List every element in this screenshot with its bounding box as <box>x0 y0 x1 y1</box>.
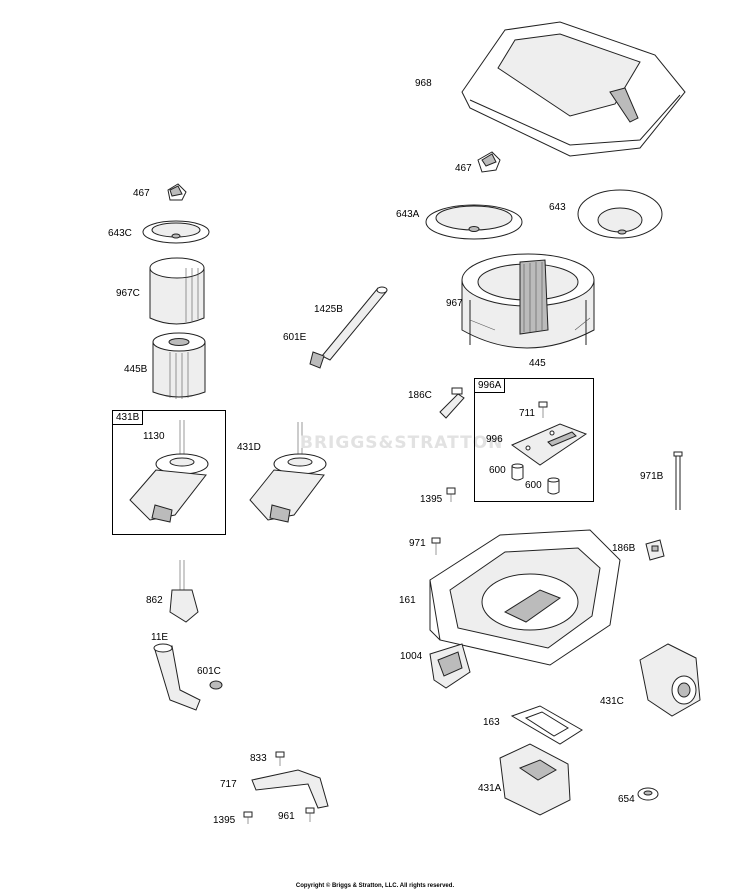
part-label-654: 654 <box>618 794 635 805</box>
part-862-support <box>169 560 199 623</box>
part-654-nut <box>637 787 659 801</box>
part-label-833: 833 <box>250 753 267 764</box>
part-467-knob-right <box>477 151 501 173</box>
part-label-1425b: 1425B <box>314 304 343 315</box>
part-971-screw <box>431 537 441 555</box>
part-label-967c: 967C <box>116 288 140 299</box>
part-label-643c: 643C <box>108 228 132 239</box>
part-label-1395-mid: 1395 <box>420 494 443 505</box>
part-961-screw <box>305 807 315 822</box>
part-label-711: 711 <box>519 408 535 419</box>
part-11e-hose <box>153 643 201 711</box>
part-label-431d: 431D <box>237 442 261 453</box>
part-label-601c: 601C <box>197 666 221 677</box>
part-1130-base-assembly <box>129 420 209 523</box>
part-label-11e: 11E <box>151 632 169 643</box>
kit-label-431b: 431B <box>113 411 144 425</box>
part-label-163: 163 <box>483 717 500 728</box>
copyright-notice: Copyright © Briggs & Stratton, LLC. All … <box>295 883 455 889</box>
part-186c-fitting <box>439 387 465 419</box>
part-967-445-filter <box>461 253 595 349</box>
part-967c-sleeve <box>149 257 205 325</box>
part-label-467-right: 467 <box>455 163 472 174</box>
part-label-431c: 431C <box>600 696 624 707</box>
part-1395-screw-bottom <box>243 811 253 824</box>
part-601c-clamp <box>209 680 223 690</box>
part-1395-screw-mid <box>446 487 456 502</box>
part-label-1004: 1004 <box>400 651 423 662</box>
part-label-600-a: 600 <box>489 465 506 476</box>
part-600-grommets <box>511 463 560 495</box>
part-431a-elbow <box>499 743 571 816</box>
part-1004-duct <box>429 643 471 689</box>
part-label-1130: 1130 <box>143 431 165 442</box>
part-label-467-left: 467 <box>133 188 150 199</box>
part-711-screw <box>538 401 548 418</box>
part-label-600-b: 600 <box>525 480 542 491</box>
part-186b-fitting <box>645 539 665 561</box>
part-label-643a: 643A <box>396 209 420 220</box>
part-label-431a: 431A <box>478 783 502 794</box>
kit-label-996a: 996A <box>475 379 506 393</box>
part-717-bracket <box>251 769 329 809</box>
part-971b-bolt <box>673 451 683 510</box>
part-label-971: 971 <box>409 538 426 549</box>
part-643-bowl <box>577 189 663 239</box>
part-label-996: 996 <box>486 434 503 445</box>
kit-box-996a: 996A <box>474 378 594 502</box>
part-431d-base-assembly <box>249 422 327 523</box>
part-968-cover <box>461 21 686 157</box>
part-label-961: 961 <box>278 811 295 822</box>
part-label-643: 643 <box>549 202 566 213</box>
part-label-601e: 601E <box>283 332 307 343</box>
part-161-base <box>429 529 621 666</box>
part-163-gasket <box>510 705 583 745</box>
part-label-186c: 186C <box>408 390 432 401</box>
part-label-445b: 445B <box>124 364 148 375</box>
brand-watermark: BRIGGS&STRATTON <box>300 433 504 453</box>
part-label-161: 161 <box>399 595 416 606</box>
part-643c-plate <box>142 220 210 244</box>
part-label-445: 445 <box>529 358 546 369</box>
part-431c-body <box>639 643 701 717</box>
part-label-862: 862 <box>146 595 163 606</box>
part-467-knob-left <box>167 183 187 201</box>
part-601e-clamp <box>309 351 325 369</box>
part-643a-plate <box>425 204 523 240</box>
part-label-971b: 971B <box>640 471 664 482</box>
part-label-967: 967 <box>446 298 463 309</box>
part-833-screw <box>275 751 285 766</box>
part-996-bracket <box>510 423 588 466</box>
part-label-186b: 186B <box>612 543 636 554</box>
part-1425b-tube <box>321 286 388 361</box>
part-label-1395-bottom: 1395 <box>213 815 236 826</box>
part-label-717: 717 <box>220 779 237 790</box>
kit-box-431b: 431B <box>112 410 226 535</box>
part-label-968: 968 <box>415 78 432 89</box>
part-445b-filter <box>152 332 206 399</box>
